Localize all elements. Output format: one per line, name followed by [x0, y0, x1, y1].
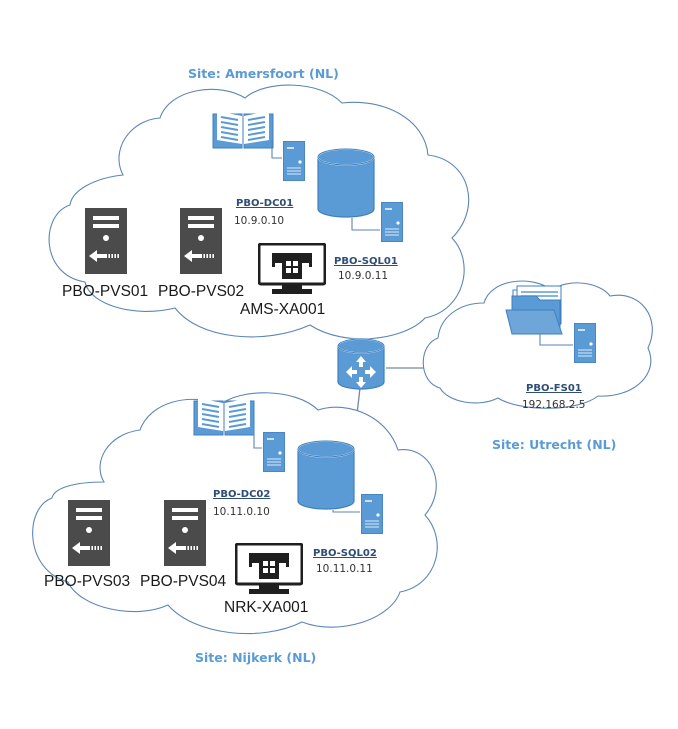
server-icon	[283, 141, 305, 181]
pvs-label-pvs01: PBO-PVS01	[62, 283, 148, 300]
pvs-server-icon	[85, 208, 127, 274]
router-icon	[337, 338, 385, 390]
server-icon	[263, 432, 285, 472]
pvs-server-icon	[180, 208, 222, 274]
connector-line	[271, 140, 282, 159]
server-ip-dc01: 10.9.0.10	[234, 215, 284, 227]
xa-label-nrk: NRK-XA001	[224, 599, 308, 616]
server-name-dc01: PBO-DC01	[236, 198, 293, 209]
pvs-label-pvs04: PBO-PVS04	[140, 573, 227, 590]
cloud-amersfoort	[48, 84, 470, 340]
server-icon	[574, 323, 596, 363]
folder-icon	[505, 285, 563, 335]
pvs-server-icon	[68, 500, 110, 566]
server-ip-dc02: 10.11.0.10	[213, 506, 270, 518]
server-name-dc02: PBO-DC02	[213, 489, 270, 500]
server-ip-fs01: 192.168.2.5	[522, 399, 585, 411]
cloud-utrecht	[422, 280, 653, 409]
server-name-sql01: PBO-SQL01	[334, 256, 398, 267]
site-title-utrecht: Site: Utrecht (NL)	[492, 437, 616, 452]
site-title-amersfoort: Site: Amersfoort (NL)	[188, 66, 339, 81]
pvs-label-pvs03: PBO-PVS03	[44, 573, 130, 590]
xa-label-ams: AMS-XA001	[240, 301, 325, 318]
connector-line	[253, 428, 262, 449]
database-icon	[317, 148, 375, 218]
site-title-nijkerk: Site: Nijkerk (NL)	[195, 650, 316, 665]
server-ip-sql02: 10.11.0.11	[316, 563, 373, 575]
server-ip-sql01: 10.9.0.11	[338, 270, 388, 282]
server-icon	[361, 494, 383, 534]
server-icon	[381, 202, 403, 242]
pvs-server-icon	[164, 500, 206, 566]
server-name-sql02: PBO-SQL02	[313, 548, 377, 559]
connector-line	[539, 334, 573, 346]
connector-line	[332, 510, 360, 513]
link-router-nijkerk	[356, 387, 361, 415]
server-name-fs01: PBO-FS01	[526, 383, 582, 394]
pvs-label-pvs02: PBO-PVS02	[158, 283, 244, 300]
connector-line	[351, 218, 380, 231]
database-icon	[297, 440, 355, 510]
